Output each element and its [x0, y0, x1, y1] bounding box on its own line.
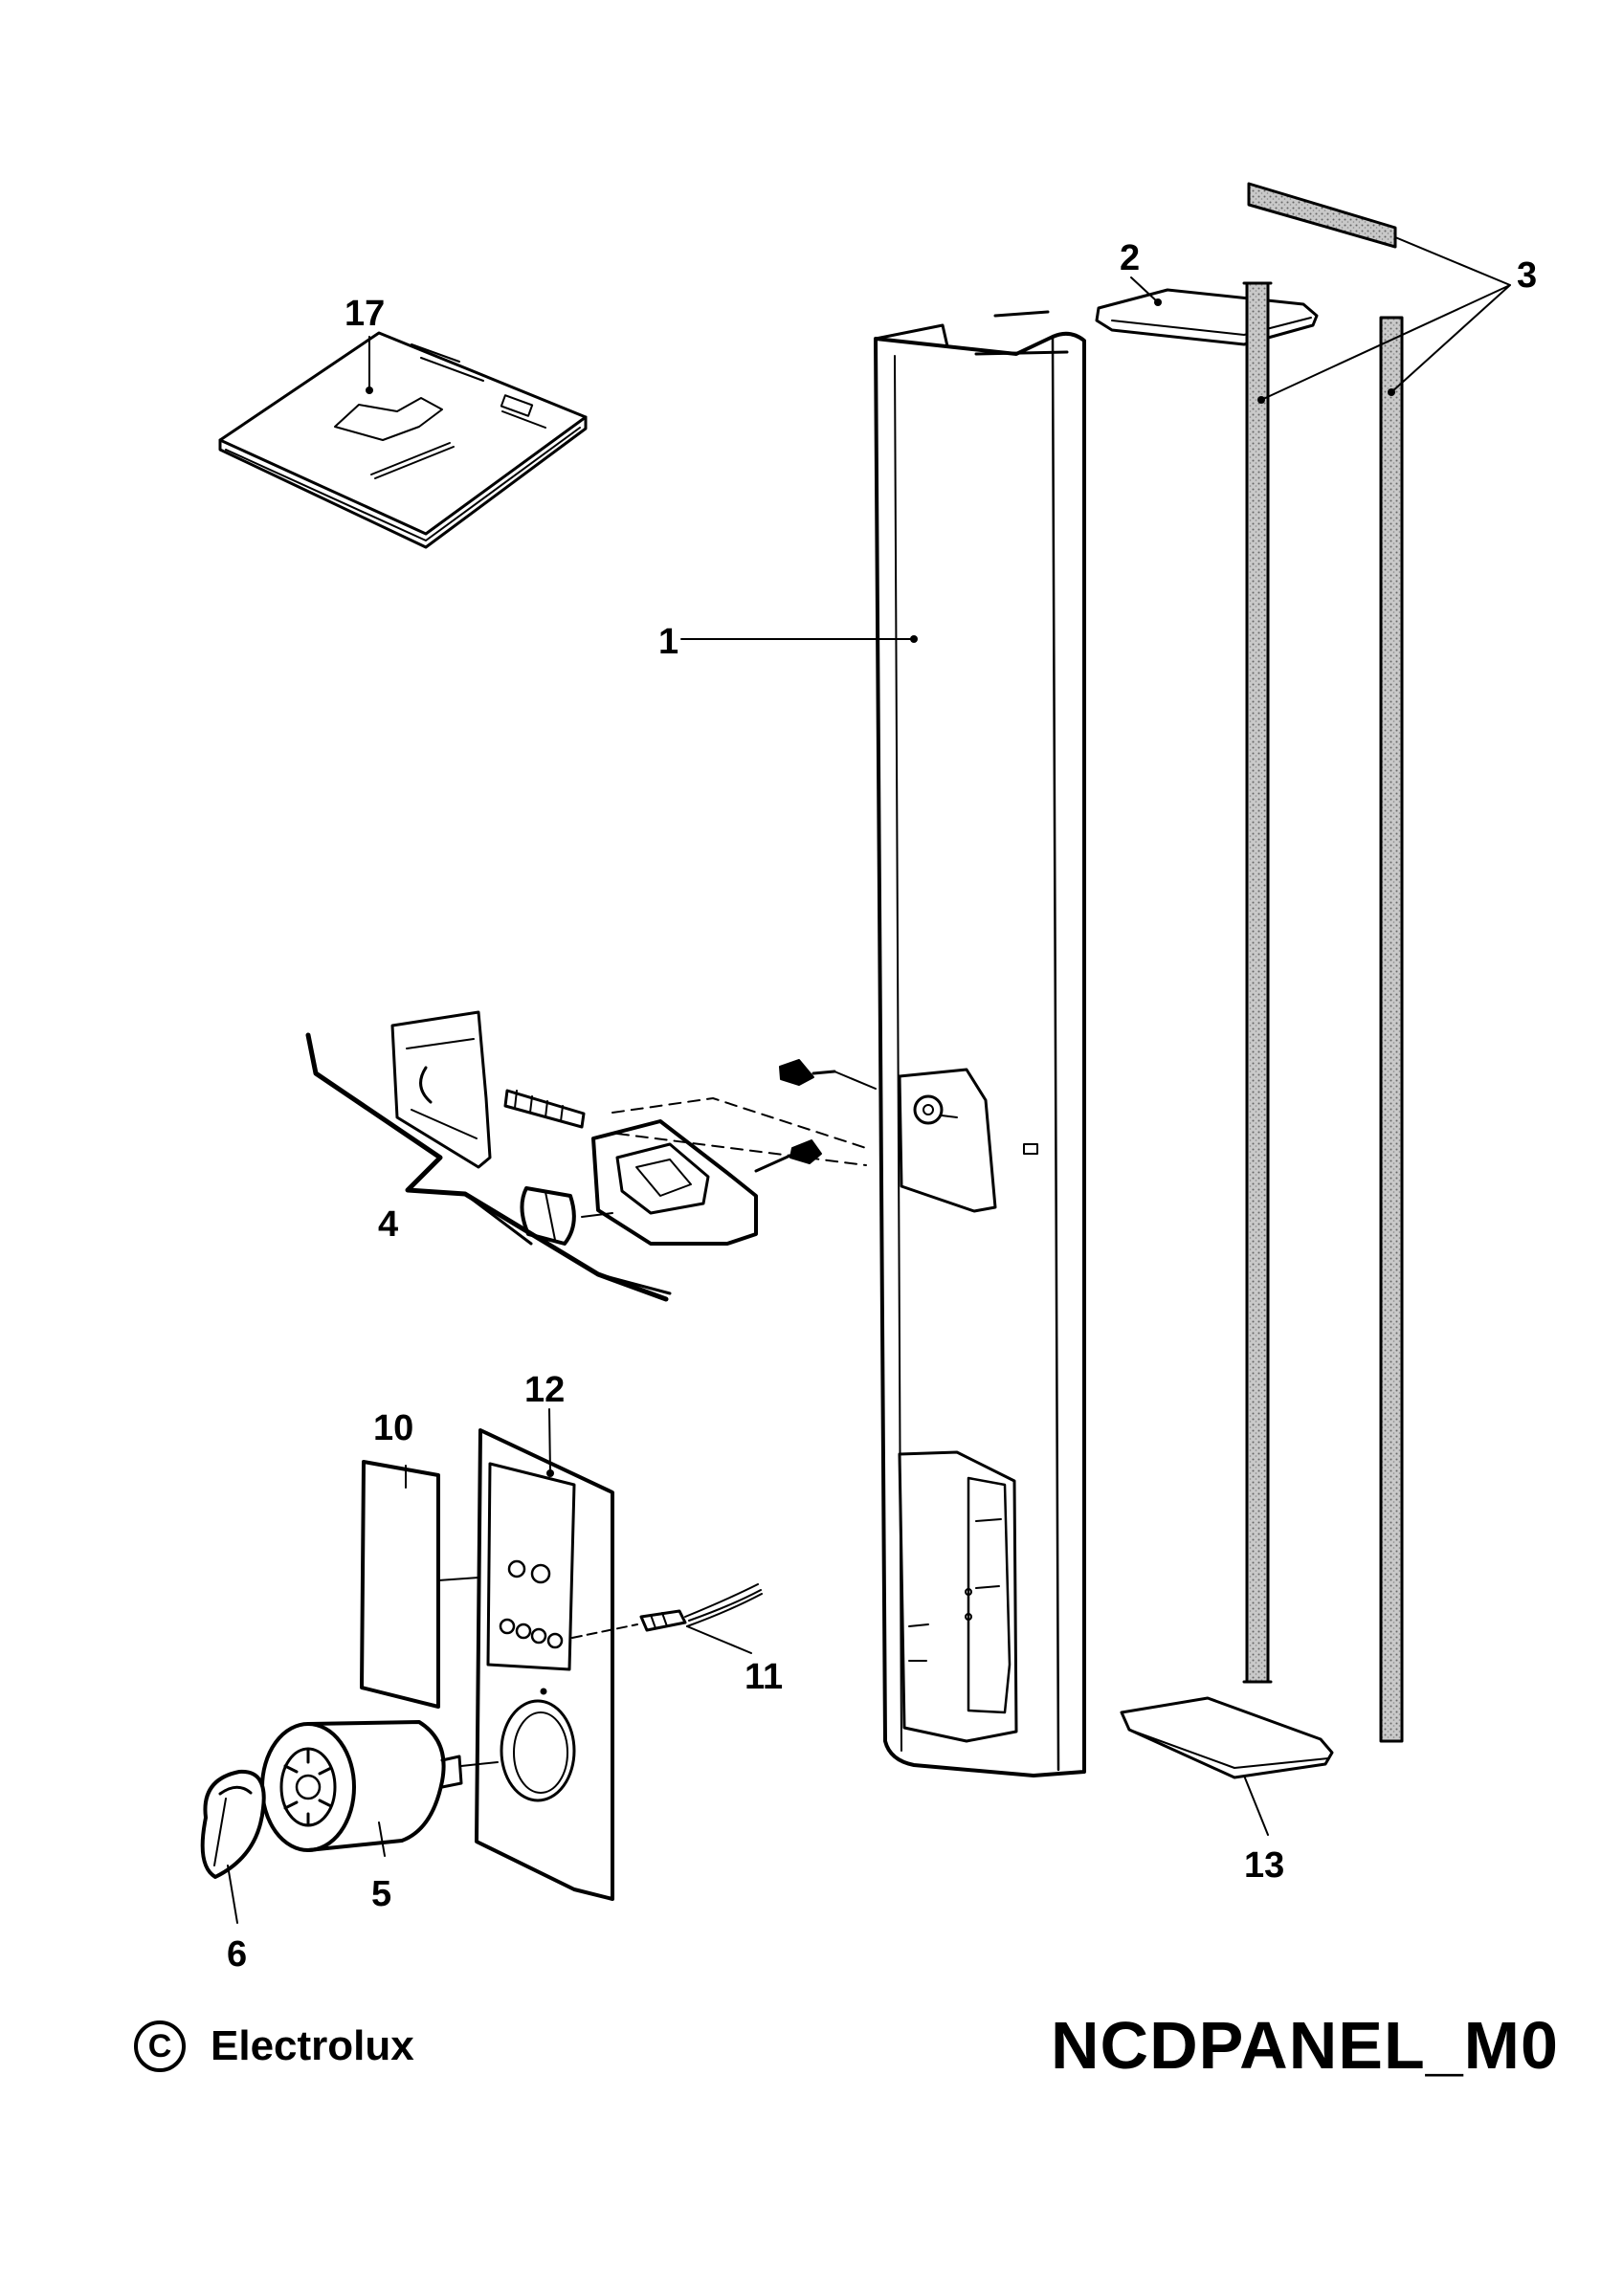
seal-strips [1242, 182, 1404, 1743]
top-cap [1095, 288, 1319, 346]
copyright-notice: C Electrolux [134, 2020, 414, 2072]
label-part-13: 13 [1244, 1845, 1284, 1886]
instruction-manual [218, 331, 588, 549]
brand-name: Electrolux [211, 2022, 414, 2069]
control-knob [200, 1769, 266, 1879]
label-part-10: 10 [373, 1408, 413, 1448]
label-part-4: 4 [378, 1204, 398, 1245]
label-part-11: 11 [745, 1657, 783, 1697]
thermostat-cartridge [260, 1720, 499, 1852]
diagram-code: NCDPANEL_M0 [1051, 2008, 1559, 2083]
label-part-3: 3 [1517, 255, 1537, 296]
lock-assembly [305, 1010, 877, 1302]
label-part-12: 12 [524, 1370, 565, 1410]
control-panel-plate [475, 1428, 614, 1901]
label-part-2: 2 [1120, 238, 1140, 278]
sensor-probe [571, 1583, 763, 1639]
leader-lines [227, 236, 1511, 1924]
front-panel [874, 310, 1086, 1777]
label-part-17: 17 [345, 294, 385, 334]
label-part-5: 5 [371, 1874, 391, 1914]
part-labels: 1 2 3 4 5 6 10 11 12 13 17 [227, 238, 1537, 1975]
leader-dots [366, 298, 1395, 1477]
label-part-6: 6 [227, 1934, 247, 1975]
bottom-cap [1120, 1696, 1334, 1779]
label-part-1: 1 [658, 622, 678, 662]
copyright-icon: C [134, 2020, 186, 2072]
